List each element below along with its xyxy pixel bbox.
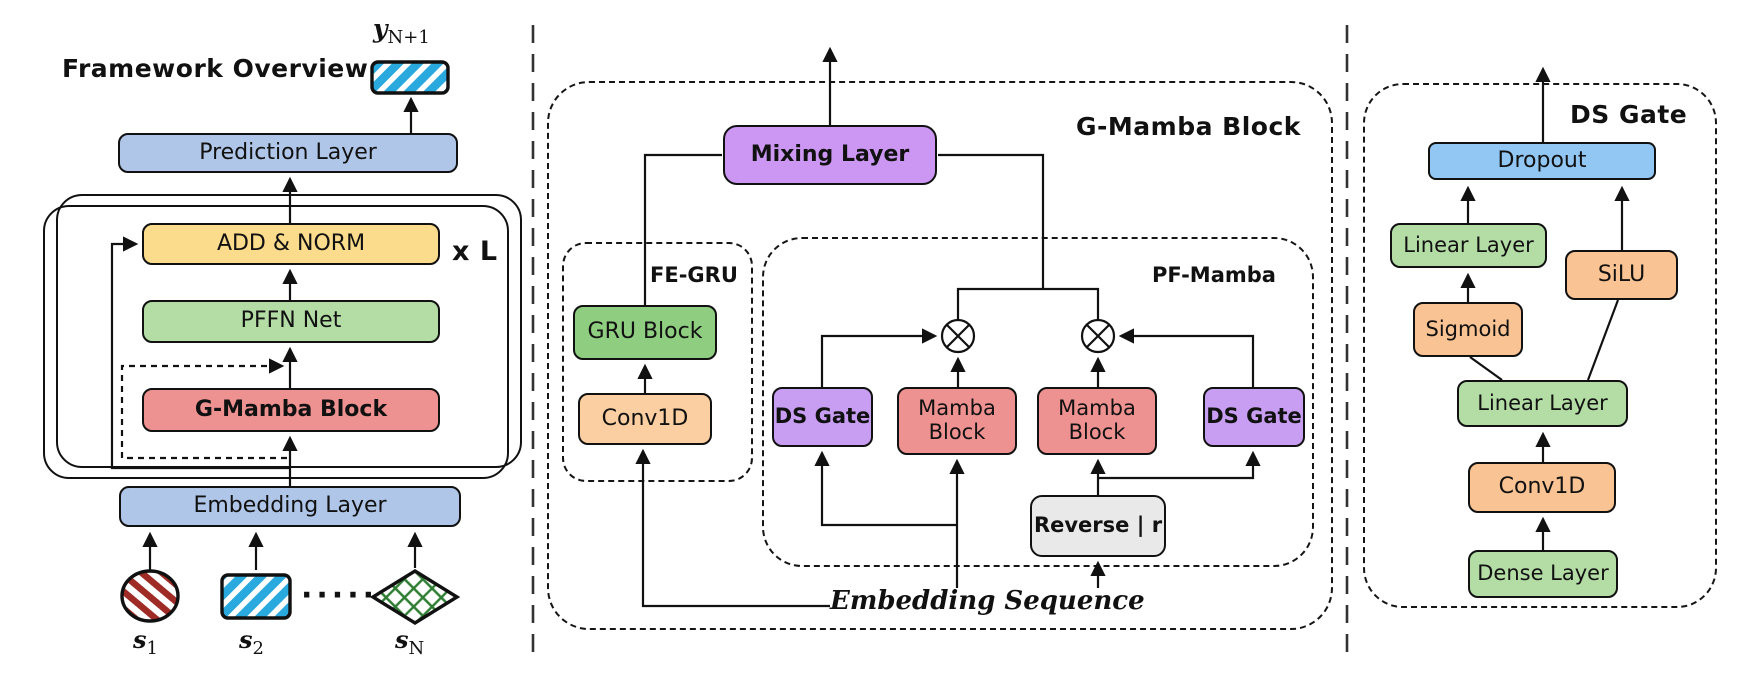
fe-gru-label: FE-GRU — [650, 263, 738, 287]
fe-gru-container — [562, 242, 753, 482]
mamba-block-left-box: Mamba Block — [897, 387, 1017, 455]
conv1d-box-middle: Conv1D — [578, 393, 712, 445]
pf-mamba-label: PF-Mamba — [1152, 263, 1276, 287]
sigmoid-box: Sigmoid — [1413, 302, 1523, 357]
repeat-count-label: x L — [452, 236, 498, 267]
linear-layer-mid-box: Linear Layer — [1457, 380, 1628, 427]
embedding-sequence-label: Embedding Sequence — [830, 586, 1145, 616]
input-glyph-sN — [369, 569, 461, 625]
ds-gate-title: DS Gate — [1570, 100, 1688, 129]
ds-gate-container — [1363, 83, 1717, 608]
embedding-layer-box: Embedding Layer — [119, 486, 461, 527]
mamba-block-right-box: Mamba Block — [1037, 387, 1157, 455]
ds-gate-connectors — [1460, 66, 1630, 550]
output-label: yN+1 — [373, 14, 430, 48]
repeat-stack-front — [43, 205, 509, 479]
output-label-base: y — [373, 14, 388, 43]
g-mamba-block-box: G-Mamba Block — [142, 388, 440, 432]
silu-box: SiLU — [1565, 250, 1678, 300]
multiply-icon — [940, 318, 976, 354]
input-label-sN: sN — [395, 625, 425, 659]
gru-block-box: GRU Block — [573, 305, 717, 360]
output-token-glyph — [370, 60, 450, 95]
pffn-net-box: PFFN Net — [142, 300, 440, 343]
linear-layer-top-box: Linear Layer — [1390, 223, 1547, 268]
dropout-box: Dropout — [1428, 142, 1656, 180]
mixing-layer-box: Mixing Layer — [723, 125, 937, 185]
conv1d-box-right: Conv1D — [1468, 462, 1616, 513]
framework-overview-title: Framework Overview — [62, 54, 369, 83]
g-mamba-title: G-Mamba Block — [1076, 112, 1301, 141]
multiply-icon — [1080, 318, 1116, 354]
output-label-sub: N+1 — [387, 27, 430, 48]
input-label-s2: s2 — [239, 625, 264, 659]
input-glyph-s1 — [120, 569, 180, 623]
g-mamba-connectors — [635, 46, 1261, 608]
reverse-box: Reverse | r — [1030, 495, 1166, 557]
ellipsis-dots: ····· — [301, 578, 378, 613]
pf-mamba-container — [762, 237, 1314, 567]
g-mamba-container — [547, 81, 1333, 630]
ds-gate-left-box: DS Gate — [772, 387, 873, 447]
ds-gate-right-box: DS Gate — [1203, 387, 1305, 447]
framework-connectors — [110, 96, 423, 570]
input-label-s1: s1 — [133, 625, 158, 659]
add-norm-box: ADD & NORM — [142, 223, 440, 265]
dense-layer-box: Dense Layer — [1468, 550, 1618, 598]
input-glyph-s2 — [220, 573, 292, 620]
prediction-layer-box: Prediction Layer — [118, 133, 458, 173]
panel-dividers — [531, 25, 1349, 652]
